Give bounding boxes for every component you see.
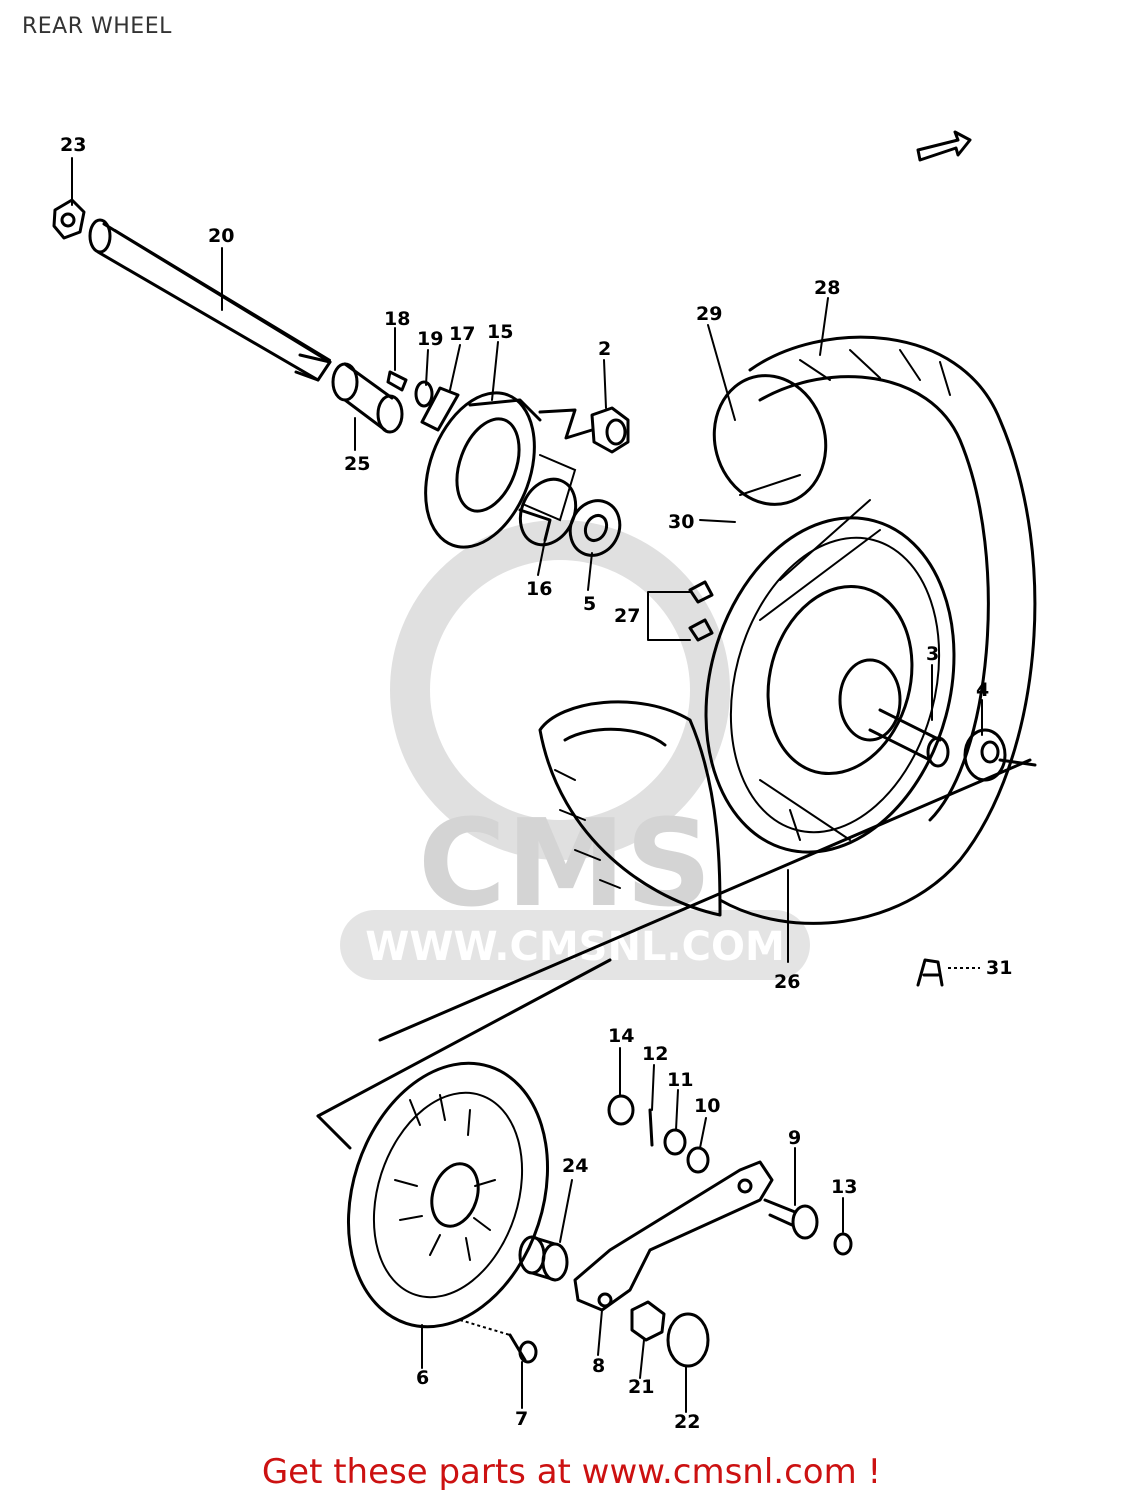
callout-12: 12 — [642, 1043, 668, 1065]
callout-4: 4 — [976, 679, 989, 701]
part-small-fittings — [386, 370, 460, 432]
callout-labels: 23 20 18 19 17 15 2 29 28 25 16 5 30 27 … — [60, 134, 1012, 1433]
part-spacer — [331, 362, 404, 434]
part-bushing-2 — [538, 406, 630, 454]
callout-6: 6 — [416, 1367, 429, 1389]
callout-27: 27 — [614, 605, 640, 627]
callout-17: 17 — [449, 323, 475, 345]
callout-16: 16 — [526, 578, 552, 600]
part-tire-front-half — [538, 700, 722, 917]
part-cap-22 — [666, 1312, 710, 1368]
callout-7: 7 — [515, 1408, 528, 1430]
part-bolt-9 — [763, 1198, 819, 1240]
callout-26: 26 — [774, 971, 800, 993]
part-bearing-5 — [568, 499, 622, 557]
callout-5: 5 — [583, 593, 596, 615]
callout-24: 24 — [562, 1155, 588, 1177]
callout-13: 13 — [831, 1176, 857, 1198]
callout-10: 10 — [694, 1095, 720, 1117]
part-nut-10 — [686, 1146, 710, 1174]
part-bolts-27 — [688, 580, 714, 642]
callout-11: 11 — [667, 1069, 693, 1091]
callout-30: 30 — [668, 511, 694, 533]
part-14 — [607, 1094, 635, 1126]
part-torque-link — [573, 1160, 774, 1312]
callout-28: 28 — [814, 277, 840, 299]
part-spacer-24 — [518, 1235, 569, 1282]
callout-31: 31 — [986, 957, 1012, 979]
callout-14: 14 — [608, 1025, 634, 1047]
callout-25: 25 — [344, 453, 370, 475]
callout-21: 21 — [628, 1376, 654, 1398]
part-sleeve-3 — [868, 708, 950, 768]
callout-19: 19 — [417, 328, 443, 350]
part-brake-panel — [424, 391, 577, 549]
callout-29: 29 — [696, 303, 722, 325]
part-bolt-7 — [459, 1319, 538, 1364]
assembly-plane-line-2 — [316, 958, 612, 1118]
callout-2: 2 — [598, 338, 611, 360]
assembly-plane-line — [316, 758, 1037, 1150]
callout-23: 23 — [60, 134, 86, 156]
part-axle-nut — [52, 198, 86, 240]
part-tire-rear — [712, 335, 1037, 925]
part-pin-12 — [648, 1108, 654, 1147]
callout-9: 9 — [788, 1127, 801, 1149]
callout-20: 20 — [208, 225, 234, 247]
callout-22: 22 — [674, 1411, 700, 1433]
part-brake-disc — [346, 1061, 550, 1329]
part-nut-21 — [630, 1300, 666, 1342]
watermark-logo: CMS WWW.CMSNL.COM — [340, 520, 810, 980]
callout-8: 8 — [592, 1355, 605, 1377]
footer-link[interactable]: Get these parts at www.cmsnl.com ! — [261, 1452, 882, 1492]
part-nut-13 — [833, 1232, 853, 1256]
front-direction-arrow-icon — [916, 130, 972, 162]
watermark-url: WWW.CMSNL.COM — [365, 924, 785, 970]
callout-3: 3 — [926, 643, 939, 665]
leader-lines — [71, 157, 983, 1413]
callout-15: 15 — [487, 321, 513, 343]
callout-18: 18 — [384, 308, 410, 330]
part-washer-11 — [663, 1128, 687, 1156]
part-31 — [916, 958, 980, 987]
page-title: REAR WHEEL — [22, 14, 172, 39]
